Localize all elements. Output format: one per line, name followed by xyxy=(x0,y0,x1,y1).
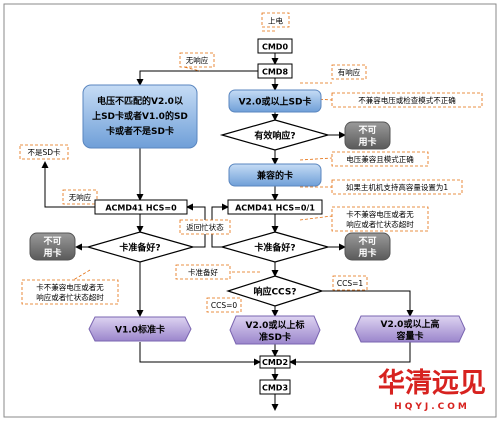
unusable-card-top-l2: 用卡 xyxy=(357,136,376,148)
v2-standard-line1: V2.0或以上标 xyxy=(246,319,305,331)
valid-response-label: 有效响应? xyxy=(254,130,295,142)
cmd3-box xyxy=(259,379,291,395)
ccs0-note: CCS=0 xyxy=(211,301,238,310)
mismatch-card-box xyxy=(82,84,198,149)
cmd2-box xyxy=(259,355,291,369)
v2-card-label: V2.0或以上SD卡 xyxy=(239,96,312,108)
v2-hc-line2: 容量卡 xyxy=(395,330,423,342)
watermark-domain: HQYJ.COM xyxy=(394,402,470,412)
cmd8-box xyxy=(257,63,293,79)
busy-note-left-l1: 卡不兼容电压或者无 xyxy=(36,282,104,292)
mismatch-card-line2: 上SD卡或者V1.0的SD xyxy=(92,110,188,122)
ccs1-note: CCS=1 xyxy=(337,279,364,288)
no-response-note-top: 无响应 xyxy=(186,55,209,65)
v2-hc-line1: V2.0或以上高 xyxy=(381,318,440,330)
card-ready-right-diamond xyxy=(219,231,331,263)
watermark: 华清远见 HQYJ.COM xyxy=(378,367,486,412)
v2-card-box xyxy=(228,89,322,113)
valid-response-diamond xyxy=(219,119,331,151)
v2-standard-line2: 准SD卡 xyxy=(259,331,291,343)
diagram-border xyxy=(3,3,497,418)
response-ccs-label: 响应CCS? xyxy=(253,286,296,298)
cmd3-label: CMD3 xyxy=(262,384,288,393)
hcs-note: 如果主机机支持高容量设置为1 xyxy=(346,182,448,192)
cmd8-label: CMD8 xyxy=(262,68,288,77)
cmd0-box xyxy=(257,38,293,54)
incompatible-note: 不兼容电压或检查模式不正确 xyxy=(358,95,456,105)
connectors xyxy=(41,53,414,411)
v1-standard-card xyxy=(88,316,192,342)
compatible-card-box xyxy=(228,163,322,187)
busy-note-left-l2: 响应或者忙状态超时 xyxy=(36,292,104,302)
acmd41-left-label: ACMD41 HCS=0 xyxy=(105,204,177,213)
power-on-label: 上电 xyxy=(268,16,283,26)
mismatch-card-line3: 卡或者不是SD卡 xyxy=(106,125,174,137)
acmd41-right-box xyxy=(227,199,323,215)
busy-note-right-l1: 卡不兼容电压或者无 xyxy=(346,209,414,219)
unusable-card-top-l1: 不可 xyxy=(358,125,376,136)
acmd41-right-label: ACMD41 HCS=0/1 xyxy=(235,204,315,213)
v2-high-capacity-card xyxy=(354,315,466,343)
card-ready-right-label: 卡准备好? xyxy=(254,242,295,254)
busy-back-note: 返回忙状态 xyxy=(186,222,224,232)
unusable-card-left-l1: 不可 xyxy=(43,236,61,247)
response-ccs-diamond xyxy=(226,275,324,307)
unusable-card-right-l2: 用卡 xyxy=(357,247,376,259)
has-response-note: 有响应 xyxy=(338,67,361,77)
cmd2-label: CMD2 xyxy=(262,358,288,367)
unusable-card-left-l2: 用卡 xyxy=(42,247,61,259)
card-ready-left-diamond xyxy=(85,231,196,263)
watermark-brand: 华清远见 xyxy=(378,367,486,399)
card-ready-left-label: 卡准备好? xyxy=(119,242,160,254)
v1-standard-label: V1.0标准卡 xyxy=(115,324,165,336)
note-leaders xyxy=(69,30,333,283)
card-ready-note: 卡准备好 xyxy=(188,267,218,277)
compatible-card-label: 兼容的卡 xyxy=(256,170,293,182)
not-sd-card-note: 不是SD卡 xyxy=(27,147,61,157)
no-response-note-left: 无响应 xyxy=(69,192,92,202)
cmd0-label: CMD0 xyxy=(262,43,288,52)
mismatch-card-line1: 电压不匹配的V2.0以 xyxy=(97,95,183,107)
acmd41-left-box xyxy=(94,199,188,215)
v2-standard-card xyxy=(229,315,321,345)
unusable-card-left xyxy=(29,232,76,261)
busy-note-right-l2: 响应或者忙状态超时 xyxy=(346,219,414,229)
unusable-card-right-l1: 不可 xyxy=(358,236,376,247)
unusable-card-right xyxy=(344,232,391,261)
unusable-card-top xyxy=(344,121,391,150)
voltage-ok-note: 电压兼容且模式正确 xyxy=(346,154,414,164)
